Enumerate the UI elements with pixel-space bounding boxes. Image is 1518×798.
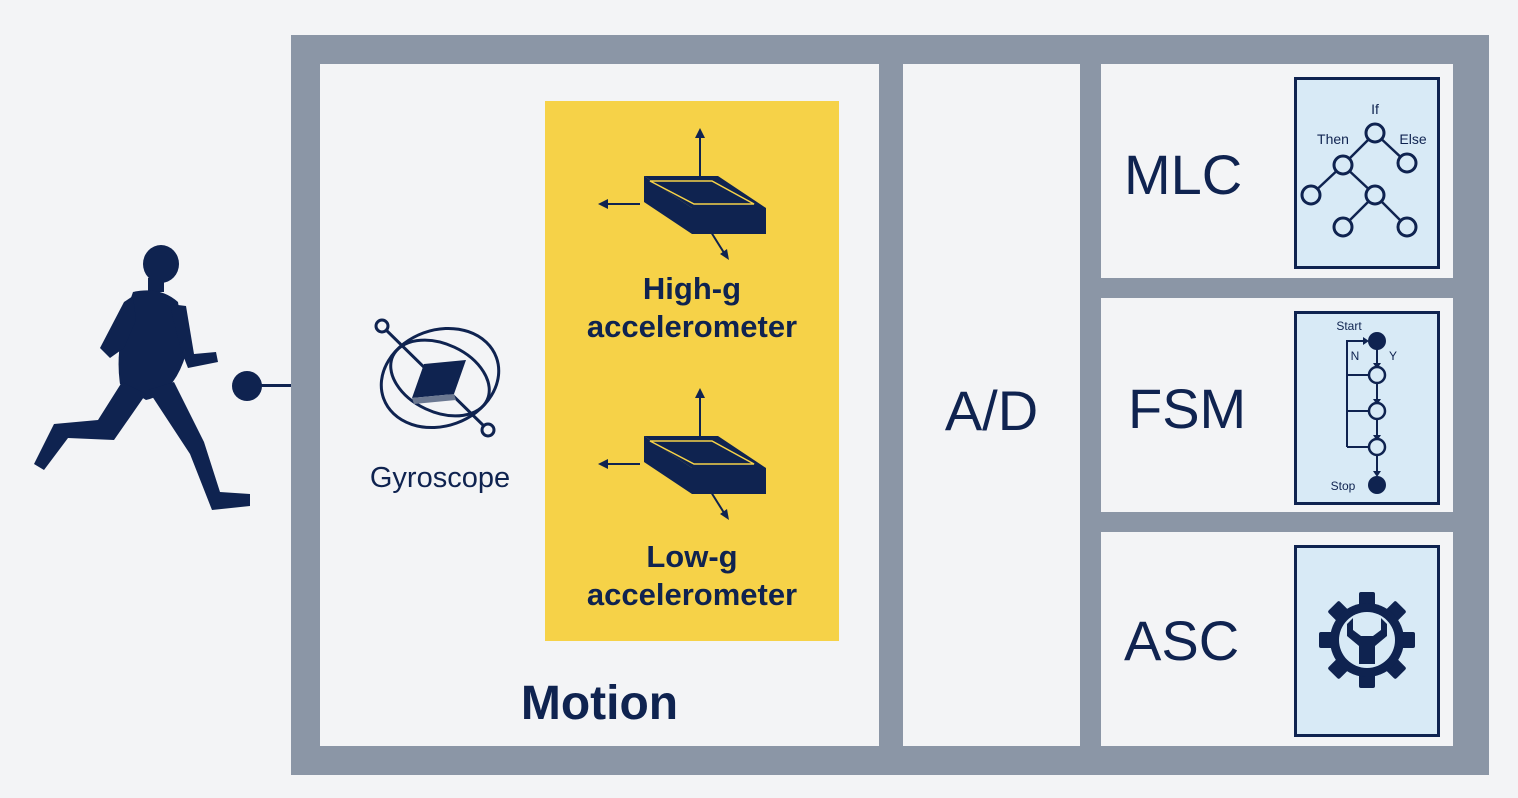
decision-tree-box [1294,77,1440,269]
low-g-label: Low-g accelerometer [545,538,839,614]
fsm-stop-label: Stop [1331,479,1356,493]
motion-label: Motion [520,677,679,730]
high-g-accelerometer-icon [598,128,766,260]
low-g-title: Low-g [646,539,738,574]
fsm-label: FSM [1128,377,1247,440]
gyroscope-label: Gyroscope [369,462,511,494]
high-g-subtitle: accelerometer [586,309,798,344]
tree-else-label: Else [1399,131,1426,147]
high-g-label: High-g accelerometer [545,270,839,346]
gear-wrench-icon [1319,592,1415,688]
gyroscope-icon [374,318,501,438]
low-g-accelerometer-icon [598,388,766,520]
ad-label: A/D [944,379,1039,442]
decision-tree-icon: If Then Else [1300,101,1427,238]
low-g-subtitle: accelerometer [586,577,798,612]
fsm-n-label: N [1351,349,1360,363]
state-machine-icon: Start N Y Stop [1331,319,1397,494]
high-g-title: High-g [642,271,742,306]
tree-then-label: Then [1317,131,1349,147]
state-machine-box [1294,311,1440,505]
runner-icon [34,245,250,510]
fsm-start-label: Start [1336,319,1362,333]
mlc-label: MLC [1124,143,1243,206]
connector-dot [232,371,262,401]
ad-panel [903,64,1080,746]
fsm-y-label: Y [1389,349,1397,363]
tree-if-label: If [1371,101,1379,117]
asc-label: ASC [1124,609,1240,672]
